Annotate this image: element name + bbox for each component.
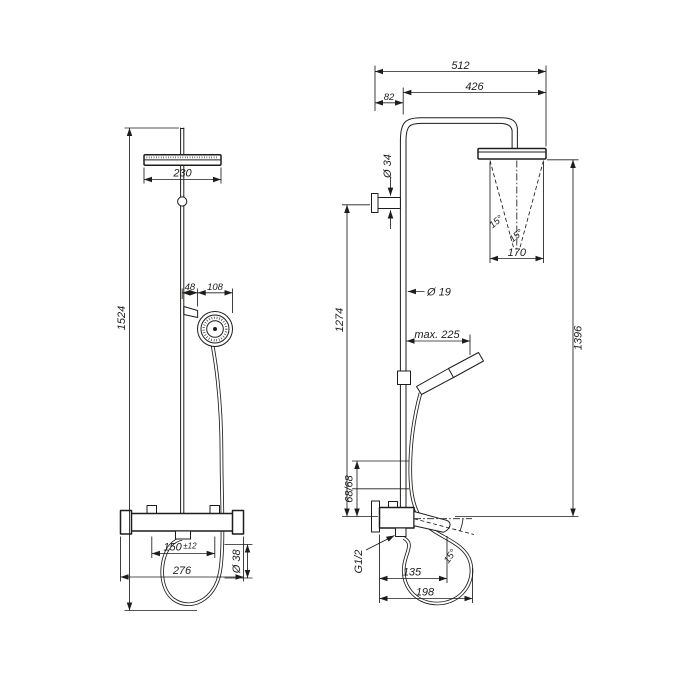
- dim-projection-total-label: 512: [451, 60, 469, 72]
- hand-shower: [197, 311, 233, 347]
- dim-handshower-diameter-label: 108: [207, 282, 224, 293]
- ball-joint: [177, 196, 188, 207]
- side-dimension-labels: 512 426 82 Ø 34 15° 15° 170 Ø 19 1274 13…: [334, 60, 585, 599]
- dim-bracket-diameter-label: Ø 34: [382, 154, 394, 179]
- dim-hose-diameter-label: Ø 38: [231, 548, 243, 574]
- overhead-shower-side: [477, 147, 547, 160]
- dim-spout-projection-label: 135: [403, 567, 422, 579]
- dim-spray-width-label: 170: [508, 247, 527, 259]
- front-dimension-lines: [120, 127, 253, 611]
- dim-overall-height-side-label: 1396: [573, 325, 585, 350]
- shower-hose-front: [160, 343, 225, 607]
- mixer-side: [371, 500, 451, 537]
- dim-handshower-projection-label: max. 225: [414, 329, 460, 341]
- mixer-body: [378, 506, 415, 529]
- handshower-outlet: [395, 527, 407, 537]
- dim-spray-angle-right-label: 15°: [507, 227, 525, 245]
- hand-shower-side: [416, 352, 484, 395]
- overhead-shower: [143, 154, 222, 166]
- dim-overall-height-front-label: 1524: [116, 306, 128, 330]
- dim-mixer-width-label: 276: [172, 565, 192, 577]
- hand-shower-bracket: [183, 306, 199, 318]
- shower-pipe: [180, 127, 185, 516]
- dim-handshower-offset-label: 48: [185, 282, 196, 293]
- front-dimension-labels: 230 48 108 1524 150±12 276 Ø 38: [116, 168, 243, 578]
- hose-outlet: [175, 530, 191, 540]
- side-dimension-lines: [342, 65, 579, 603]
- dim-bracket-height-label: 1274: [334, 308, 346, 332]
- dim-wall-to-pipe-label: 82: [384, 92, 395, 103]
- side-view: 512 426 82 Ø 34 15° 15° 170 Ø 19 1274 13…: [334, 60, 585, 606]
- dim-head-width-label: 230: [172, 168, 192, 180]
- dim-connection-distance-label: 150±12: [163, 542, 197, 554]
- tub-spout: [413, 511, 451, 533]
- front-view: 230 48 108 1524 150±12 276 Ø 38: [116, 127, 253, 611]
- dim-spout-total-projection-label: 198: [416, 587, 435, 599]
- shower-pipe-side: [399, 117, 518, 517]
- dim-port-offsets-label: 68/68: [344, 474, 356, 502]
- handshower-holder: [397, 370, 411, 385]
- dim-arm-projection-label: 426: [465, 81, 484, 93]
- mixer-handle-right: [231, 509, 245, 535]
- thermostat-mixer: [119, 505, 245, 540]
- dim-connection-thread-label: G1/2: [353, 550, 365, 574]
- wall-bracket: [371, 193, 401, 213]
- dim-pipe-diameter-label: Ø 19: [426, 286, 451, 298]
- spray-cone: [489, 160, 544, 253]
- dim-spout-angle-label: 15°: [442, 547, 459, 565]
